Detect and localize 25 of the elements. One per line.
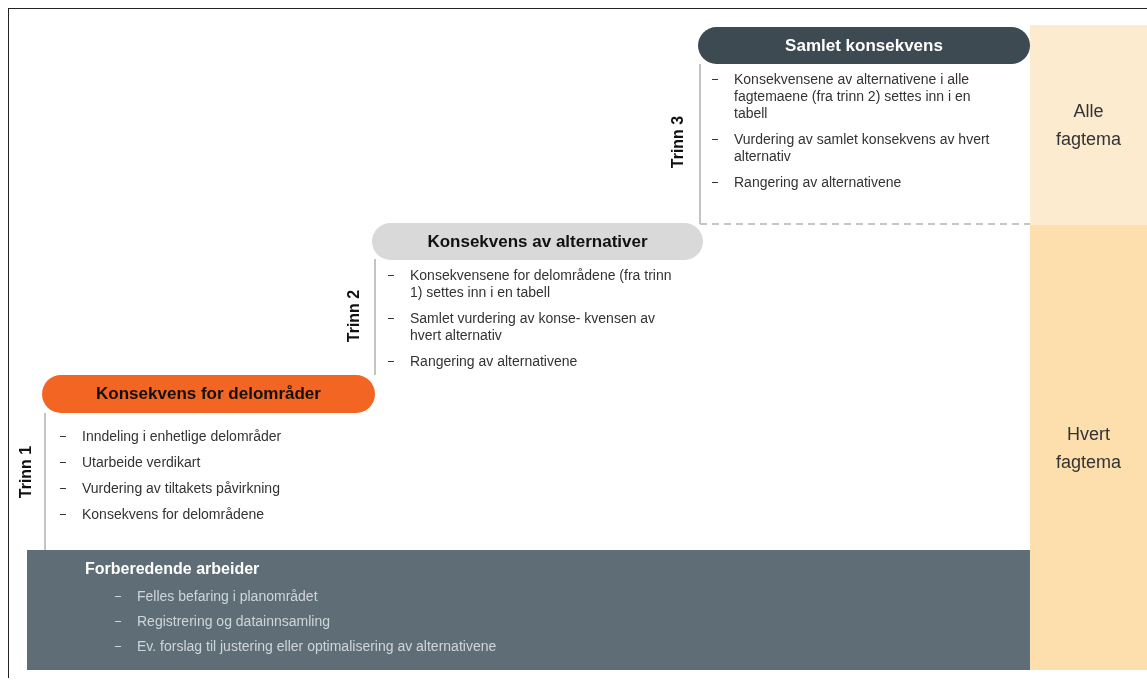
bullet-text: Vurdering av samlet konsekvens av hvert alternativ [734,131,990,164]
preparation-panel [27,550,1030,670]
bullet-text: Ev. forslag til justering eller optimalisering av alternativene [137,638,497,654]
bullet-text: Rangering av alternativene [410,353,578,369]
bullet-text: Inndeling i enhetlige delområder [82,428,282,444]
bullet-text: Vurdering av tiltakets påvirkning [82,480,280,496]
scope-band [1030,25,1147,225]
bullet-text: Registrering og datainnsamling [137,613,330,629]
band-label: Hvert fagtema [1054,422,1122,474]
bullet-text: Utarbeide verdikart [82,454,201,470]
bullet-text: Konsekvensene for delområdene (fra trinn 1) settes inn i en tabell [410,267,672,300]
step-label: Trinn 3 [669,115,687,169]
band-label: Alle fagtema [1054,100,1122,151]
step-heading-pill: Konsekvens av alternativer [372,223,703,260]
bullet-text: Konsekvensene av alternativene i alle fagtemaene (fra trinn 2) settes inn i en tabell [734,71,971,121]
step-label: Trinn 2 [345,289,363,343]
bullet-text: Konsekvens for delområdene [82,506,265,522]
scope-band [1030,225,1147,670]
panel-heading: Forberedende arbeider [85,560,260,578]
bullet-text: Rangering av alternativene [734,174,902,190]
step-heading-pill: Konsekvens for delområder [42,375,375,413]
step-heading-pill: Samlet konsekvens [698,27,1030,64]
bullet-text: Felles befaring i planområdet [137,588,318,604]
bullet-text: Samlet vurdering av konse- kvensen av hvert alternativ [410,310,656,343]
step-label: Trinn 1 [17,445,35,499]
